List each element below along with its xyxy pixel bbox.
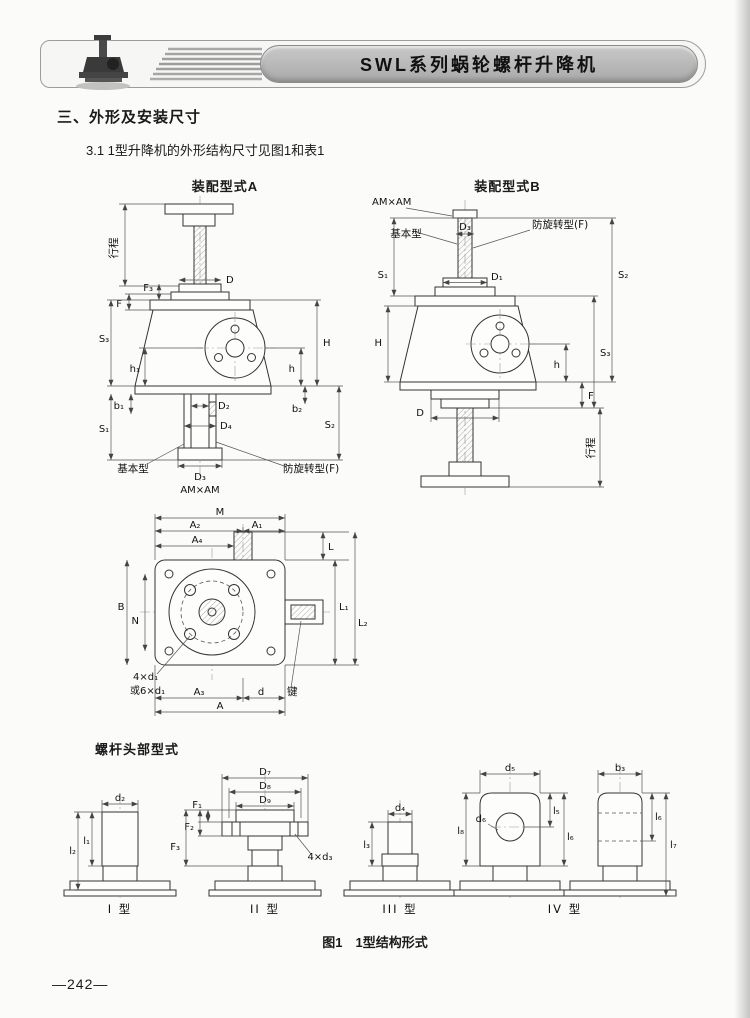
title-capsule: SWL系列蜗轮螺杆升降机 [260,45,698,83]
section-subheading: 3.1 1型升降机的外形结构尺寸见图1和表1 [86,143,325,158]
page-number: —242— [52,976,109,992]
label-l3: l₃ [363,840,370,851]
label-d4: d₄ [395,803,405,814]
label-d-b: D [416,408,424,419]
head-type-4-side: b₃ l₆ l₇ IV 型 [548,763,677,916]
type-4-label: IV 型 [548,902,582,916]
label-stroke-b: 行程 [584,437,597,458]
type-2-label: II 型 [250,902,280,916]
label-stroke-a: 行程 [107,237,120,258]
head-type-3: d₄ l₃ III 型 [343,800,457,916]
jack-front-view-b [399,200,538,495]
figure-a-title: 装配型式A [191,179,259,194]
label-f3-a: F₃ [143,283,153,294]
label-h-cap-b: H [374,338,382,349]
label-d-a: D [226,275,234,286]
label-s3-b: S₃ [600,348,610,359]
label-d6: d₆ [476,814,486,825]
label-l6-side: l₆ [655,812,662,823]
label-a: A [217,701,224,712]
label-b3: b₃ [615,763,625,774]
label-h-b: h [554,360,560,371]
dimensions-top: M A₂ A₁ A₄ L B N L₁ L₂ 4×d₁ [118,507,368,716]
figure-top-view: M A₂ A₁ A₄ L B N L₁ L₂ 4×d₁ [118,507,368,716]
label-holes2: 或6×d₁ [130,685,165,697]
label-d9: D₉ [259,795,271,806]
dimensions-a: 行程 F₃ F S₃ h₁ b₁ S₁ D [99,203,343,496]
figure-b-title: 装配型式B [474,179,541,194]
label-l7: l₇ [670,840,677,851]
label-b: B [118,602,125,613]
label-d1-b: D₁ [491,272,503,283]
label-s3-a: S₃ [99,334,109,345]
label-holes1: 4×d₁ [133,672,158,683]
label-d-shaft: d [258,687,264,698]
figure-assembly-type-a: 行程 F₃ F S₃ h₁ b₁ S₁ D [99,196,343,496]
label-f-b: F [588,391,594,402]
label-a3: A₃ [194,687,205,698]
label-d3-b: D₃ [459,222,471,233]
type-3-label: III 型 [382,902,417,916]
figure-screw-head-types: d₂ l₂ l₁ I 型 D₇ [63,763,677,916]
label-n: N [132,616,139,627]
label-l2: L₂ [358,618,368,629]
section-heading: 三、外形及安装尺寸 [57,109,202,126]
type-1-label: I 型 [108,902,133,916]
label-l6: l₆ [567,832,574,843]
label-m: M [216,507,225,518]
label-d4-a: D₄ [220,421,232,432]
figure-assembly-type-b: AM×AM 基本型 D₃ 防旋转型(F) S₁ D₁ S₂ [372,197,628,495]
label-s1-a: S₁ [99,424,109,435]
header-banner: SWL系列蜗轮螺杆升降机 [40,35,712,92]
label-f1: F₁ [192,800,202,811]
label-h-cap-a: H [323,338,331,349]
label-am-a: AM×AM [180,485,219,496]
gearbox-top-view [140,524,333,680]
label-a4: A₄ [192,535,203,546]
label-am-b: AM×AM [372,197,411,208]
label-a1: A₁ [252,520,263,531]
label-key: 键 [287,685,298,698]
label-a2: A₂ [190,520,201,531]
figure-caption: 图1 1型结构形式 [322,935,428,950]
label-antirot-b: 防旋转型(F) [532,218,588,231]
label-b2-a: b₂ [292,404,302,415]
jack-logo-image [76,35,130,90]
label-4xd3: 4×d₃ [307,852,332,863]
label-d8: D₈ [259,781,271,792]
head-type-4-front: d₅ d₆ l₈ l₅ l₆ [453,763,574,898]
label-d2: d₂ [115,793,125,804]
page-title: SWL系列蜗轮螺杆升降机 [360,55,598,75]
label-antirot-a: 防旋转型(F) [283,462,339,475]
head-type-2: D₇ D₈ D₉ F₁ F₂ F₃ 4×d₃ II 型 [170,767,332,916]
label-s1-b: S₁ [378,270,388,281]
header-stripes [150,47,262,81]
label-h-a: h [289,364,295,375]
label-l2: l₂ [69,846,76,857]
label-l8: l₈ [457,826,464,837]
label-s2-b: S₂ [618,270,628,281]
label-f3: F₃ [170,842,180,853]
label-h1-a: h₁ [130,364,140,375]
label-d5: d₅ [505,763,515,774]
label-l1: l₁ [83,836,90,847]
dimensions-b: AM×AM 基本型 D₃ 防旋转型(F) S₁ D₁ S₂ [372,197,628,488]
head-type-1: d₂ l₂ l₁ I 型 [63,793,177,916]
label-f2: F₂ [184,822,194,833]
label-d3-a: D₃ [194,472,206,483]
label-basic-a: 基本型 [117,462,149,475]
label-b1-a: b₁ [114,401,124,412]
label-l1: L₁ [339,602,349,613]
label-l5: l₅ [553,806,560,817]
screw-heads-title: 螺杆头部型式 [95,742,180,757]
label-d2-a: D₂ [218,401,230,412]
label-s2-a: S₂ [325,420,335,431]
jack-front-view-a [134,196,275,482]
label-f-a: F [116,299,122,310]
label-basic-b: 基本型 [390,227,422,240]
label-d7: D₇ [259,767,271,778]
label-l: L [328,542,334,553]
